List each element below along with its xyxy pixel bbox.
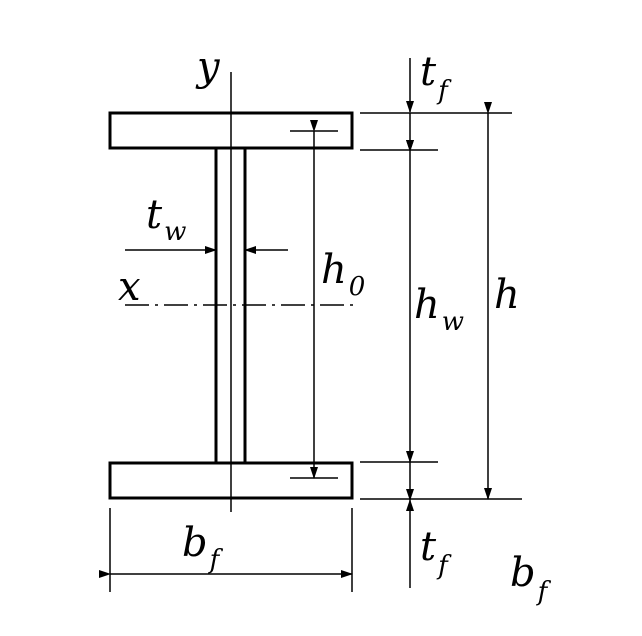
h0-label: h0 xyxy=(321,247,365,302)
y-axis-label: y xyxy=(195,44,221,90)
x-axis-label: x xyxy=(118,264,141,310)
dimension-lines xyxy=(99,58,492,588)
bf-extra-label: bf xyxy=(510,550,552,607)
extension-lines xyxy=(109,112,522,592)
axes xyxy=(125,72,358,512)
tf-bottom-label: tf xyxy=(420,524,452,581)
tf-top-label: tf xyxy=(420,49,452,106)
hw-label: hw xyxy=(414,282,464,337)
tw-label: tw xyxy=(146,192,186,247)
h-label: h xyxy=(494,272,520,318)
labels: y x tf tw h0 hw h bf tf bf xyxy=(118,44,552,607)
bf-label: bf xyxy=(182,520,224,575)
